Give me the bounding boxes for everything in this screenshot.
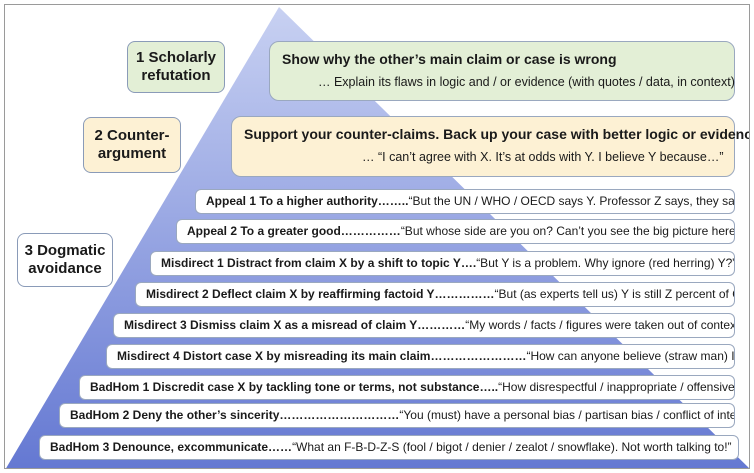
- level-3-name-line2: avoidance: [28, 260, 102, 277]
- level-1-name-line2: refutation: [141, 67, 211, 84]
- scholarly-detail: … Explain its flaws in logic and / or ev…: [318, 75, 735, 89]
- tactic-quote: “But (as experts tell us) Y is still Z p…: [494, 287, 735, 301]
- level-1-name-line1: Scholarly: [148, 49, 217, 66]
- level-2-number: 2: [94, 127, 103, 144]
- tactic-quote: “But Y is a problem. Why ignore (red her…: [476, 256, 735, 270]
- tactic-category: BadHom 3 Denounce, excommunicate……: [50, 440, 293, 454]
- tactic-quote: “But the UN / WHO / OECD says Y. Profess…: [408, 194, 735, 208]
- tactic-quote: “What an F-B-D-Z-S (fool / bigot / denie…: [292, 440, 732, 454]
- level-1-label: 1 Scholarly refutation: [127, 41, 225, 93]
- tactic-quote: “How disrespectful / inappropriate / off…: [498, 380, 735, 394]
- counter-argument-box: Support your counter-claims. Back up you…: [231, 116, 750, 177]
- tactic-category: Appeal 2 To a greater good……………: [187, 224, 401, 238]
- level-3-label: 3 Dogmatic avoidance: [17, 233, 113, 287]
- counter-headline: Support your counter-claims. Back up you…: [244, 126, 750, 142]
- tactic-category: BadHom 2 Deny the other’s sincerity………………: [70, 408, 400, 422]
- tactic-category: Misdirect 1 Distract from claim X by a s…: [161, 256, 477, 270]
- scholarly-headline: Show why the other’s main claim or case …: [282, 51, 617, 67]
- level-2-label: 2 Counter- argument: [83, 117, 181, 173]
- level-3-number: 3: [24, 242, 33, 259]
- scholarly-refutation-box: Show why the other’s main claim or case …: [269, 41, 735, 101]
- tactic-badhom-1: BadHom 1 Discredit case X by tackling to…: [79, 375, 735, 400]
- tactic-quote: “You (must) have a personal bias / parti…: [399, 408, 735, 422]
- tactic-quote: “How can anyone believe (straw man) INXS…: [526, 349, 735, 363]
- tactic-misdirect-1: Misdirect 1 Distract from claim X by a s…: [150, 251, 735, 276]
- tactic-category: Misdirect 2 Deflect claim X by reaffirmi…: [146, 287, 495, 301]
- tactic-badhom-3: BadHom 3 Denounce, excommunicate……“What …: [39, 435, 739, 460]
- level-2-name-line2: argument: [97, 145, 167, 162]
- diagram-frame: 1 Scholarly refutation 2 Counter- argume…: [4, 4, 750, 469]
- tactic-appeal-1: Appeal 1 To a higher authority……..“But t…: [195, 189, 735, 214]
- tactic-quote: “But whose side are you on? Can’t you se…: [400, 224, 735, 238]
- tactic-misdirect-3: Misdirect 3 Dismiss claim X as a misread…: [113, 313, 735, 338]
- tactic-category: Misdirect 4 Distort case X by misreading…: [117, 349, 527, 363]
- level-3-name-line1: Dogmatic: [37, 242, 106, 259]
- level-1-number: 1: [135, 49, 145, 66]
- tactic-misdirect-2: Misdirect 2 Deflect claim X by reaffirmi…: [135, 282, 735, 307]
- tactic-category: Appeal 1 To a higher authority……..: [206, 194, 409, 208]
- tactic-misdirect-4: Misdirect 4 Distort case X by misreading…: [106, 344, 735, 369]
- counter-detail: … “I can’t agree with X. It’s at odds wi…: [362, 150, 724, 164]
- tactic-appeal-2: Appeal 2 To a greater good……………“But whos…: [176, 219, 735, 244]
- tactic-badhom-2: BadHom 2 Deny the other’s sincerity………………: [59, 403, 735, 428]
- tactic-category: Misdirect 3 Dismiss claim X as a misread…: [124, 318, 466, 332]
- tactic-category: BadHom 1 Discredit case X by tackling to…: [90, 380, 499, 394]
- tactic-quote: “My words / facts / figures were taken o…: [465, 318, 735, 332]
- level-2-name-line1: Counter-: [107, 127, 170, 144]
